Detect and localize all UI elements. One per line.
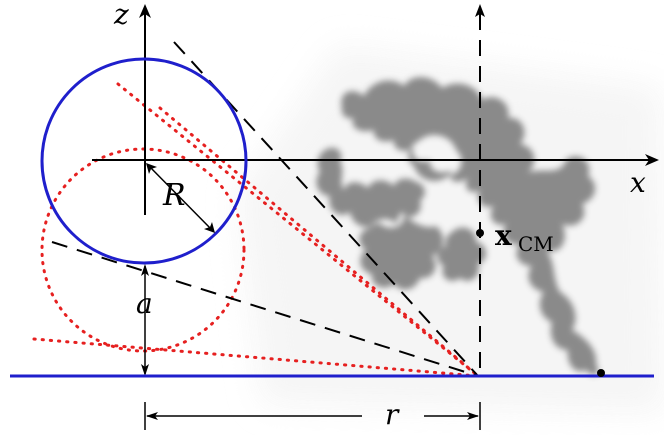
radius-label: R	[162, 178, 186, 213]
distance-arrowheads	[146, 412, 479, 420]
center-of-mass-point	[476, 229, 484, 237]
center-of-mass-label: x CM	[495, 219, 554, 256]
polymer-coil-body	[316, 77, 599, 376]
x-axis-label: x	[630, 166, 646, 199]
axis-arrowheads	[139, 4, 659, 166]
height-arrowheads	[141, 264, 149, 376]
dotted-line-upper-2	[158, 106, 480, 378]
polymer-anchor-point	[597, 369, 605, 377]
black-dashed-lines	[51, 14, 481, 377]
com-vertical-arrow	[475, 4, 485, 17]
center-of-mass-label-subscript: CM	[518, 232, 554, 256]
sphere	[40, 57, 248, 265]
dotted-line-upper-1	[116, 82, 480, 378]
red-dotted-lines	[32, 82, 480, 378]
dashed-tangent-upper	[173, 41, 479, 377]
distance-arrow	[144, 402, 481, 430]
dashed-tangent-lower	[51, 241, 479, 377]
z-axis-label: z	[113, 0, 129, 31]
z-axis-arrowhead	[139, 4, 151, 18]
radius-arrowheads	[146, 163, 215, 233]
radius-arrow	[146, 163, 214, 232]
dotted-line-lower	[32, 337, 480, 378]
axes	[92, 12, 650, 215]
distance-label: r	[385, 398, 400, 431]
polymer-coil	[316, 77, 599, 376]
center-of-mass-label-symbol: x	[495, 219, 512, 252]
height-label: a	[136, 287, 153, 320]
dotted-sphere-outline	[40, 147, 246, 353]
x-axis-arrowhead	[645, 154, 659, 166]
